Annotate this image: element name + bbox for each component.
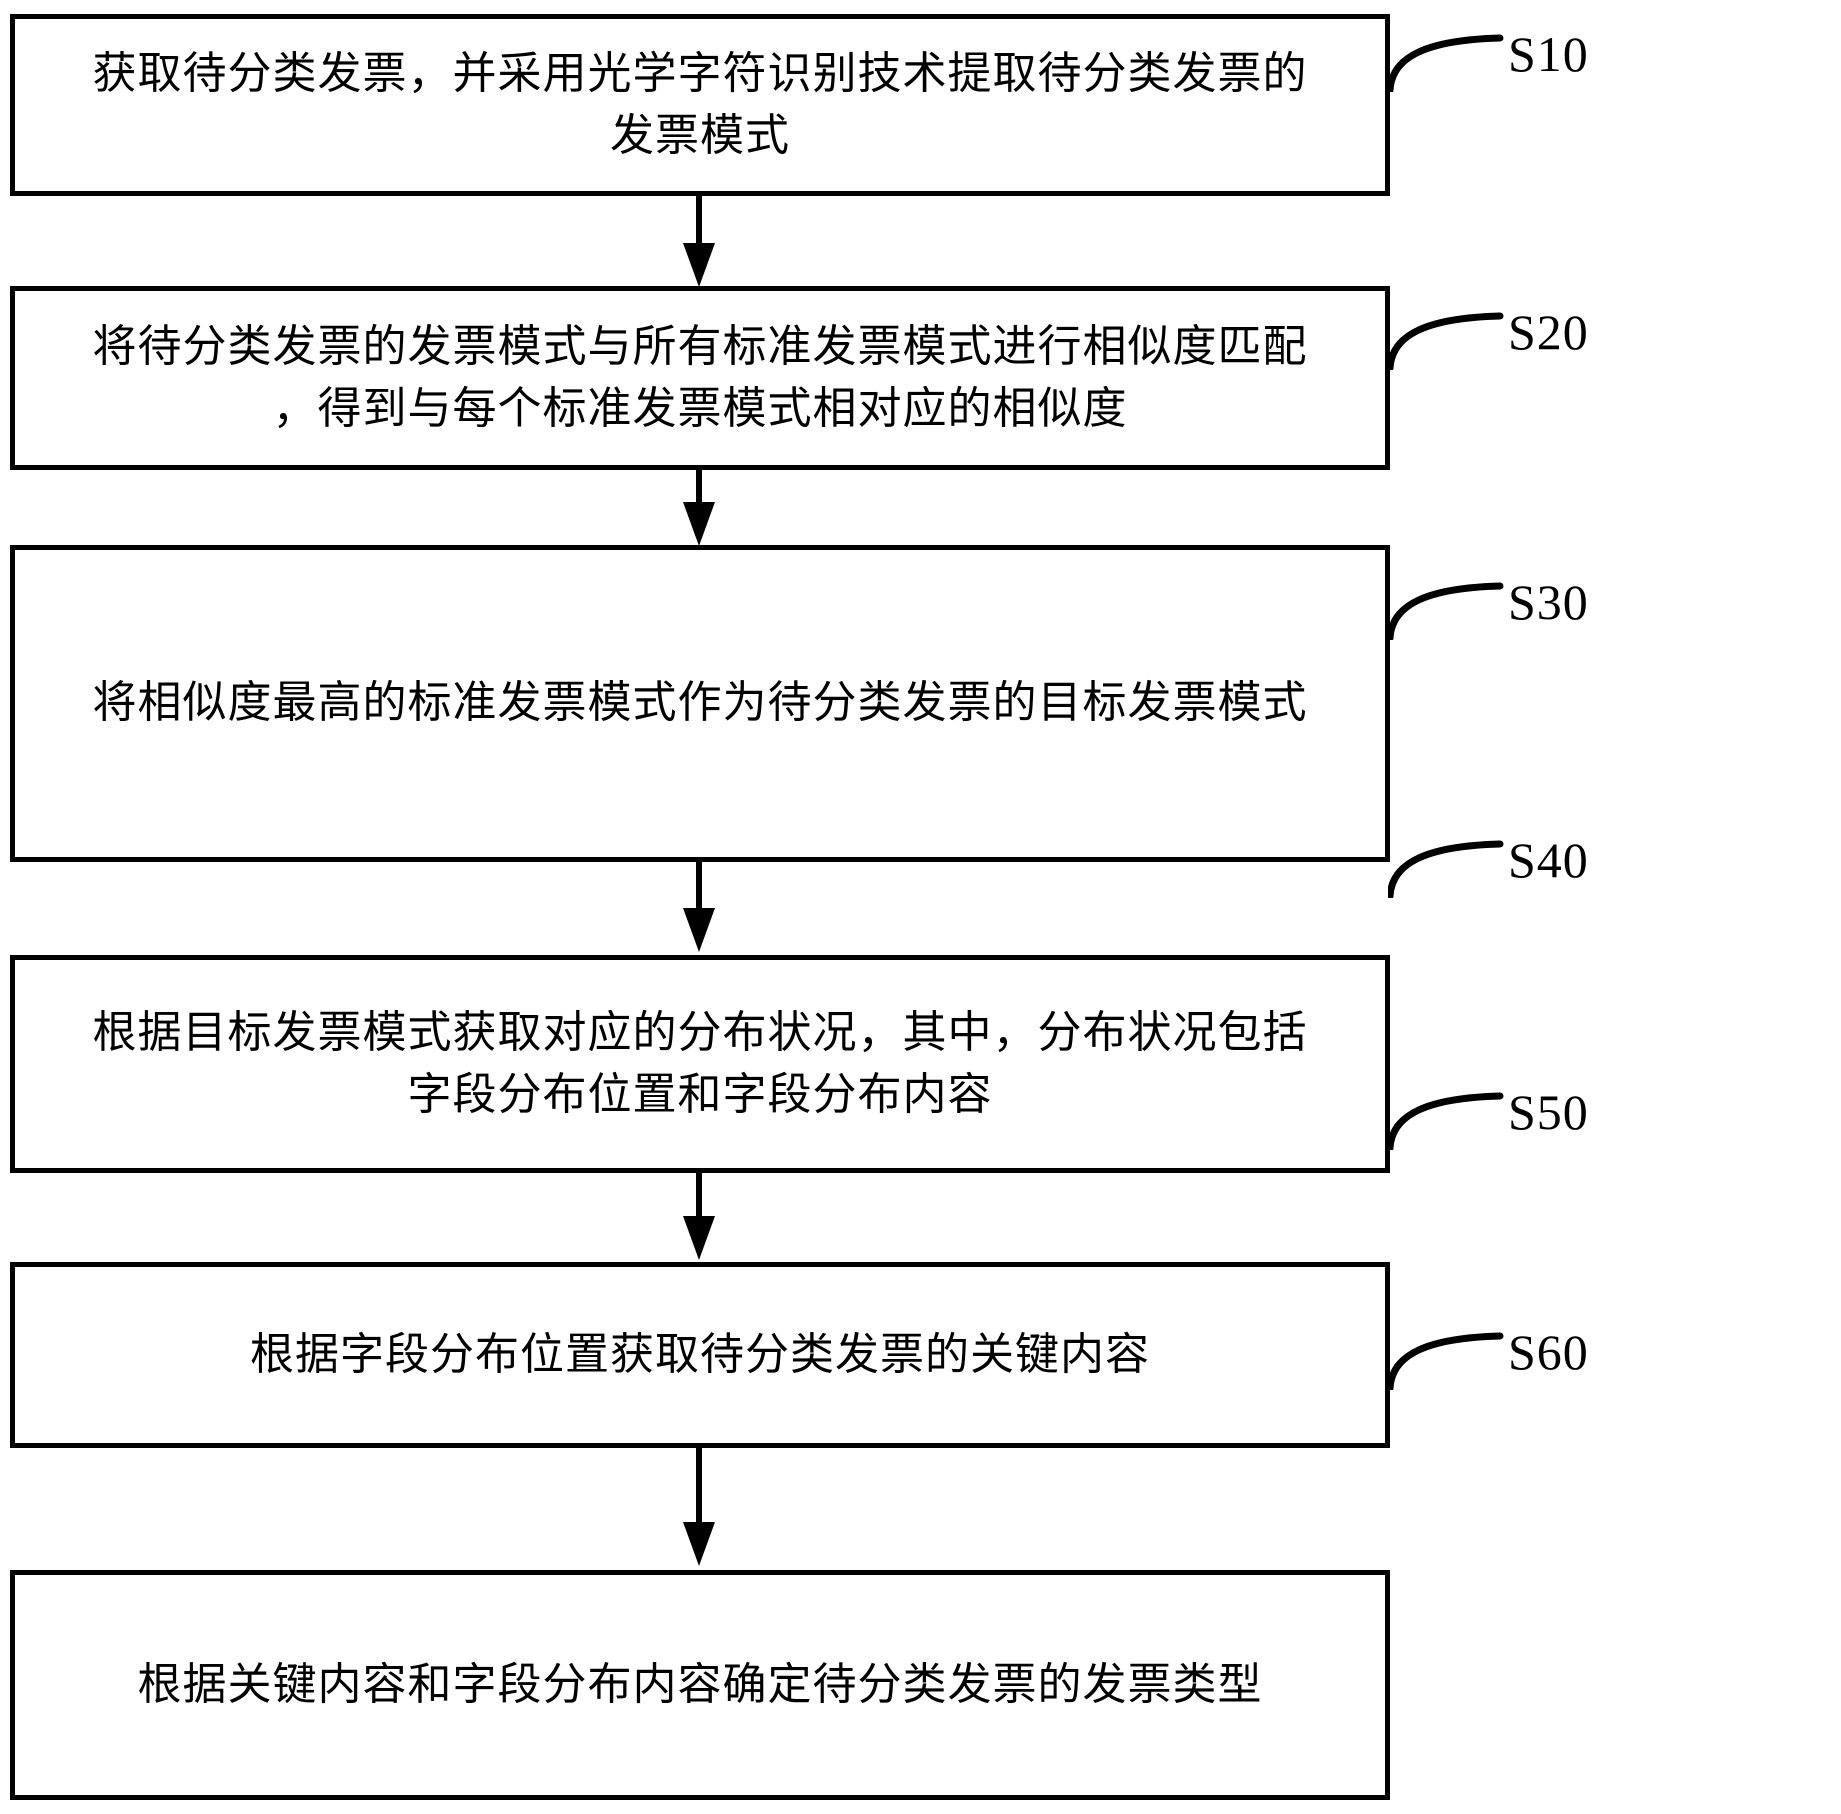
flow-step-box-s60: 根据关键内容和字段分布内容确定待分类发票的发票类型 <box>10 1570 1390 1800</box>
leader-line-s40 <box>1388 828 1508 898</box>
step-reference-s60: S60 <box>1508 1324 1589 1380</box>
leader-line-s60 <box>1388 1320 1508 1390</box>
flow-step-text-s20: 将待分类发票的发票模式与所有标准发票模式进行相似度匹配 ，得到与每个标准发票模式… <box>92 321 1308 433</box>
flow-step-box-s40: 根据目标发票模式获取对应的分布状况，其中，分布状况包括 字段分布位置和字段分布内… <box>10 955 1390 1173</box>
flow-step-box-s20: 将待分类发票的发票模式与所有标准发票模式进行相似度匹配 ，得到与每个标准发票模式… <box>10 286 1390 470</box>
flow-step-text-s30: 将相似度最高的标准发票模式作为待分类发票的目标发票模式 <box>92 678 1308 728</box>
flow-step-box-s50: 根据字段分布位置获取待分类发票的关键内容 <box>10 1262 1390 1448</box>
step-reference-s50: S50 <box>1508 1084 1589 1140</box>
leader-line-s50 <box>1388 1080 1508 1150</box>
flow-step-text-s40: 根据目标发票模式获取对应的分布状况，其中，分布状况包括 字段分布位置和字段分布内… <box>92 1007 1308 1119</box>
flow-step-text-s50: 根据字段分布位置获取待分类发票的关键内容 <box>250 1329 1150 1379</box>
step-reference-s30: S30 <box>1508 574 1589 630</box>
step-reference-s20: S20 <box>1508 304 1589 360</box>
connector-line-5 <box>696 1448 702 1526</box>
leader-line-s10 <box>1388 22 1508 92</box>
flow-step-box-s10: 获取待分类发票，并采用光学字符识别技术提取待分类发票的 发票模式 <box>10 14 1390 196</box>
step-reference-s40: S40 <box>1508 832 1589 888</box>
connector-arrowhead-1 <box>683 243 715 287</box>
connector-line-1 <box>696 196 702 246</box>
leader-line-s20 <box>1388 300 1508 370</box>
connector-line-3 <box>696 862 702 912</box>
leader-line-s30 <box>1388 570 1508 640</box>
connector-line-4 <box>696 1173 702 1219</box>
step-reference-s10: S10 <box>1508 26 1589 82</box>
flow-step-text-s60: 根据关键内容和字段分布内容确定待分类发票的发票类型 <box>137 1659 1263 1709</box>
flow-step-text-s10: 获取待分类发票，并采用光学字符识别技术提取待分类发票的 发票模式 <box>92 48 1308 160</box>
connector-arrowhead-3 <box>683 908 715 952</box>
connector-arrowhead-4 <box>683 1216 715 1260</box>
connector-line-2 <box>696 470 702 508</box>
connector-arrowhead-5 <box>683 1522 715 1566</box>
connector-arrowhead-2 <box>683 502 715 546</box>
flow-step-box-s30: 将相似度最高的标准发票模式作为待分类发票的目标发票模式 <box>10 545 1390 862</box>
